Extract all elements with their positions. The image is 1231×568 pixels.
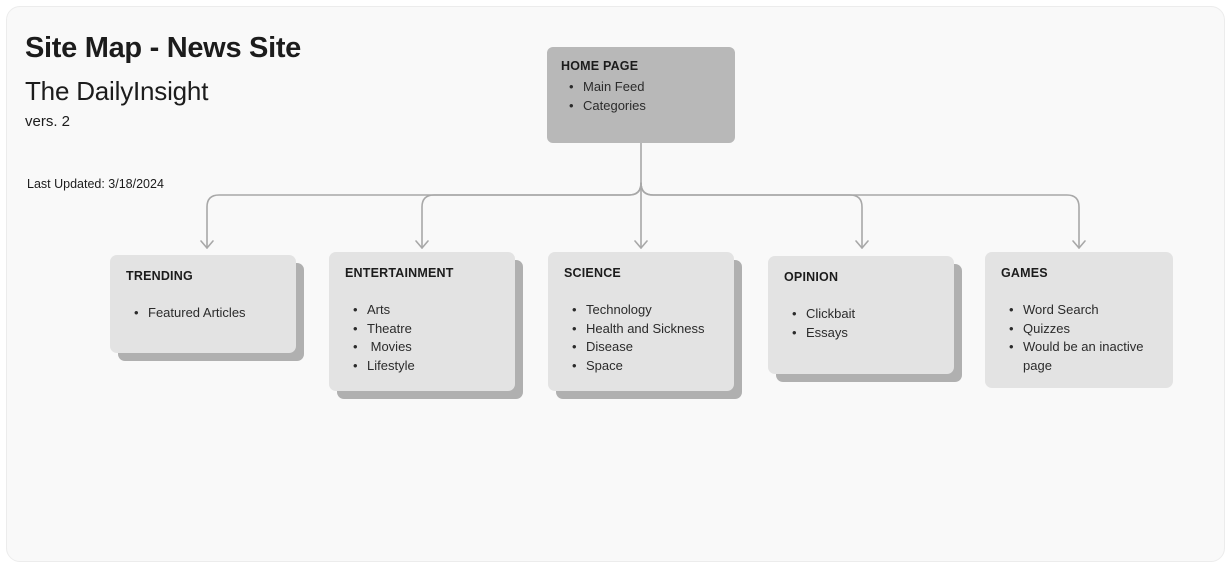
node-trending[interactable]: TRENDING Featured Articles xyxy=(110,255,304,361)
site-name: The DailyInsight xyxy=(25,75,209,106)
node-list-trending: Featured Articles xyxy=(126,304,280,323)
node-body-home-page: HOME PAGE Main FeedCategories xyxy=(547,47,735,143)
list-item[interactable]: Featured Articles xyxy=(126,304,280,323)
list-item[interactable]: Space xyxy=(564,357,718,376)
list-item[interactable]: Clickbait xyxy=(784,305,938,324)
node-title-opinion: OPINION xyxy=(784,270,839,284)
list-item[interactable]: Lifestyle xyxy=(345,357,499,376)
node-science[interactable]: SCIENCE TechnologyHealth and SicknessDise… xyxy=(548,252,742,399)
connector-branch-games xyxy=(640,182,1080,249)
last-updated-label: Last Updated: 3/18/2024 xyxy=(27,177,164,191)
node-body-opinion: OPINION ClickbaitEssays xyxy=(768,256,954,374)
node-games[interactable]: GAMES Word SearchQuizzesWould be an inact… xyxy=(985,252,1173,388)
node-title-games: GAMES xyxy=(1001,266,1048,280)
node-list-entertainment: ArtsTheatre MoviesLifestyle xyxy=(345,301,499,375)
node-body-games: GAMES Word SearchQuizzesWould be an inact… xyxy=(985,252,1173,388)
node-list-home-page: Main FeedCategories xyxy=(561,78,721,115)
node-title-entertainment: ENTERTAINMENT xyxy=(345,266,454,280)
connector-branch-entertainment xyxy=(421,182,642,249)
node-title-home-page: HOME PAGE xyxy=(561,59,639,73)
list-item[interactable]: Quizzes xyxy=(1001,320,1157,339)
node-list-opinion: ClickbaitEssays xyxy=(784,305,938,342)
node-title-trending: TRENDING xyxy=(126,269,193,283)
node-entertainment[interactable]: ENTERTAINMENT ArtsTheatre MoviesLifestyle xyxy=(329,252,523,399)
version-label: vers. 2 xyxy=(25,112,71,130)
list-item[interactable]: Main Feed xyxy=(561,78,721,97)
node-opinion[interactable]: OPINION ClickbaitEssays xyxy=(768,256,962,382)
connector-branch-trending xyxy=(206,182,642,249)
arrowhead-science xyxy=(634,240,648,249)
list-item[interactable]: Technology xyxy=(564,301,718,320)
list-item[interactable]: Movies xyxy=(345,338,499,357)
node-body-entertainment: ENTERTAINMENT ArtsTheatre MoviesLifestyle xyxy=(329,252,515,391)
node-body-science: SCIENCE TechnologyHealth and SicknessDise… xyxy=(548,252,734,391)
arrowhead-games xyxy=(1072,240,1086,249)
node-title-science: SCIENCE xyxy=(564,266,621,280)
list-item[interactable]: Essays xyxy=(784,324,938,343)
list-item[interactable]: Would be an inactive page xyxy=(1001,338,1157,375)
list-item[interactable]: Categories xyxy=(561,97,721,116)
node-list-games: Word SearchQuizzesWould be an inactive p… xyxy=(1001,301,1157,375)
title-block: Site Map - News Site The DailyInsight ve… xyxy=(25,32,545,131)
list-item[interactable]: Word Search xyxy=(1001,301,1157,320)
list-item[interactable]: Health and Sickness xyxy=(564,320,718,339)
arrowhead-entertainment xyxy=(415,240,429,249)
page-title: Site Map - News Site xyxy=(25,32,302,64)
list-item[interactable]: Arts xyxy=(345,301,499,320)
node-list-science: TechnologyHealth and SicknessDiseaseSpac… xyxy=(564,301,718,375)
diagram-canvas: Site Map - News Site The DailyInsight ve… xyxy=(6,6,1225,562)
list-item[interactable]: Disease xyxy=(564,338,718,357)
connector-branch-opinion xyxy=(640,182,863,249)
arrowhead-trending xyxy=(200,240,214,249)
node-home-page[interactable]: HOME PAGE Main FeedCategories xyxy=(547,47,735,143)
list-item[interactable]: Theatre xyxy=(345,320,499,339)
node-body-trending: TRENDING Featured Articles xyxy=(110,255,296,353)
arrowhead-opinion xyxy=(855,240,869,249)
